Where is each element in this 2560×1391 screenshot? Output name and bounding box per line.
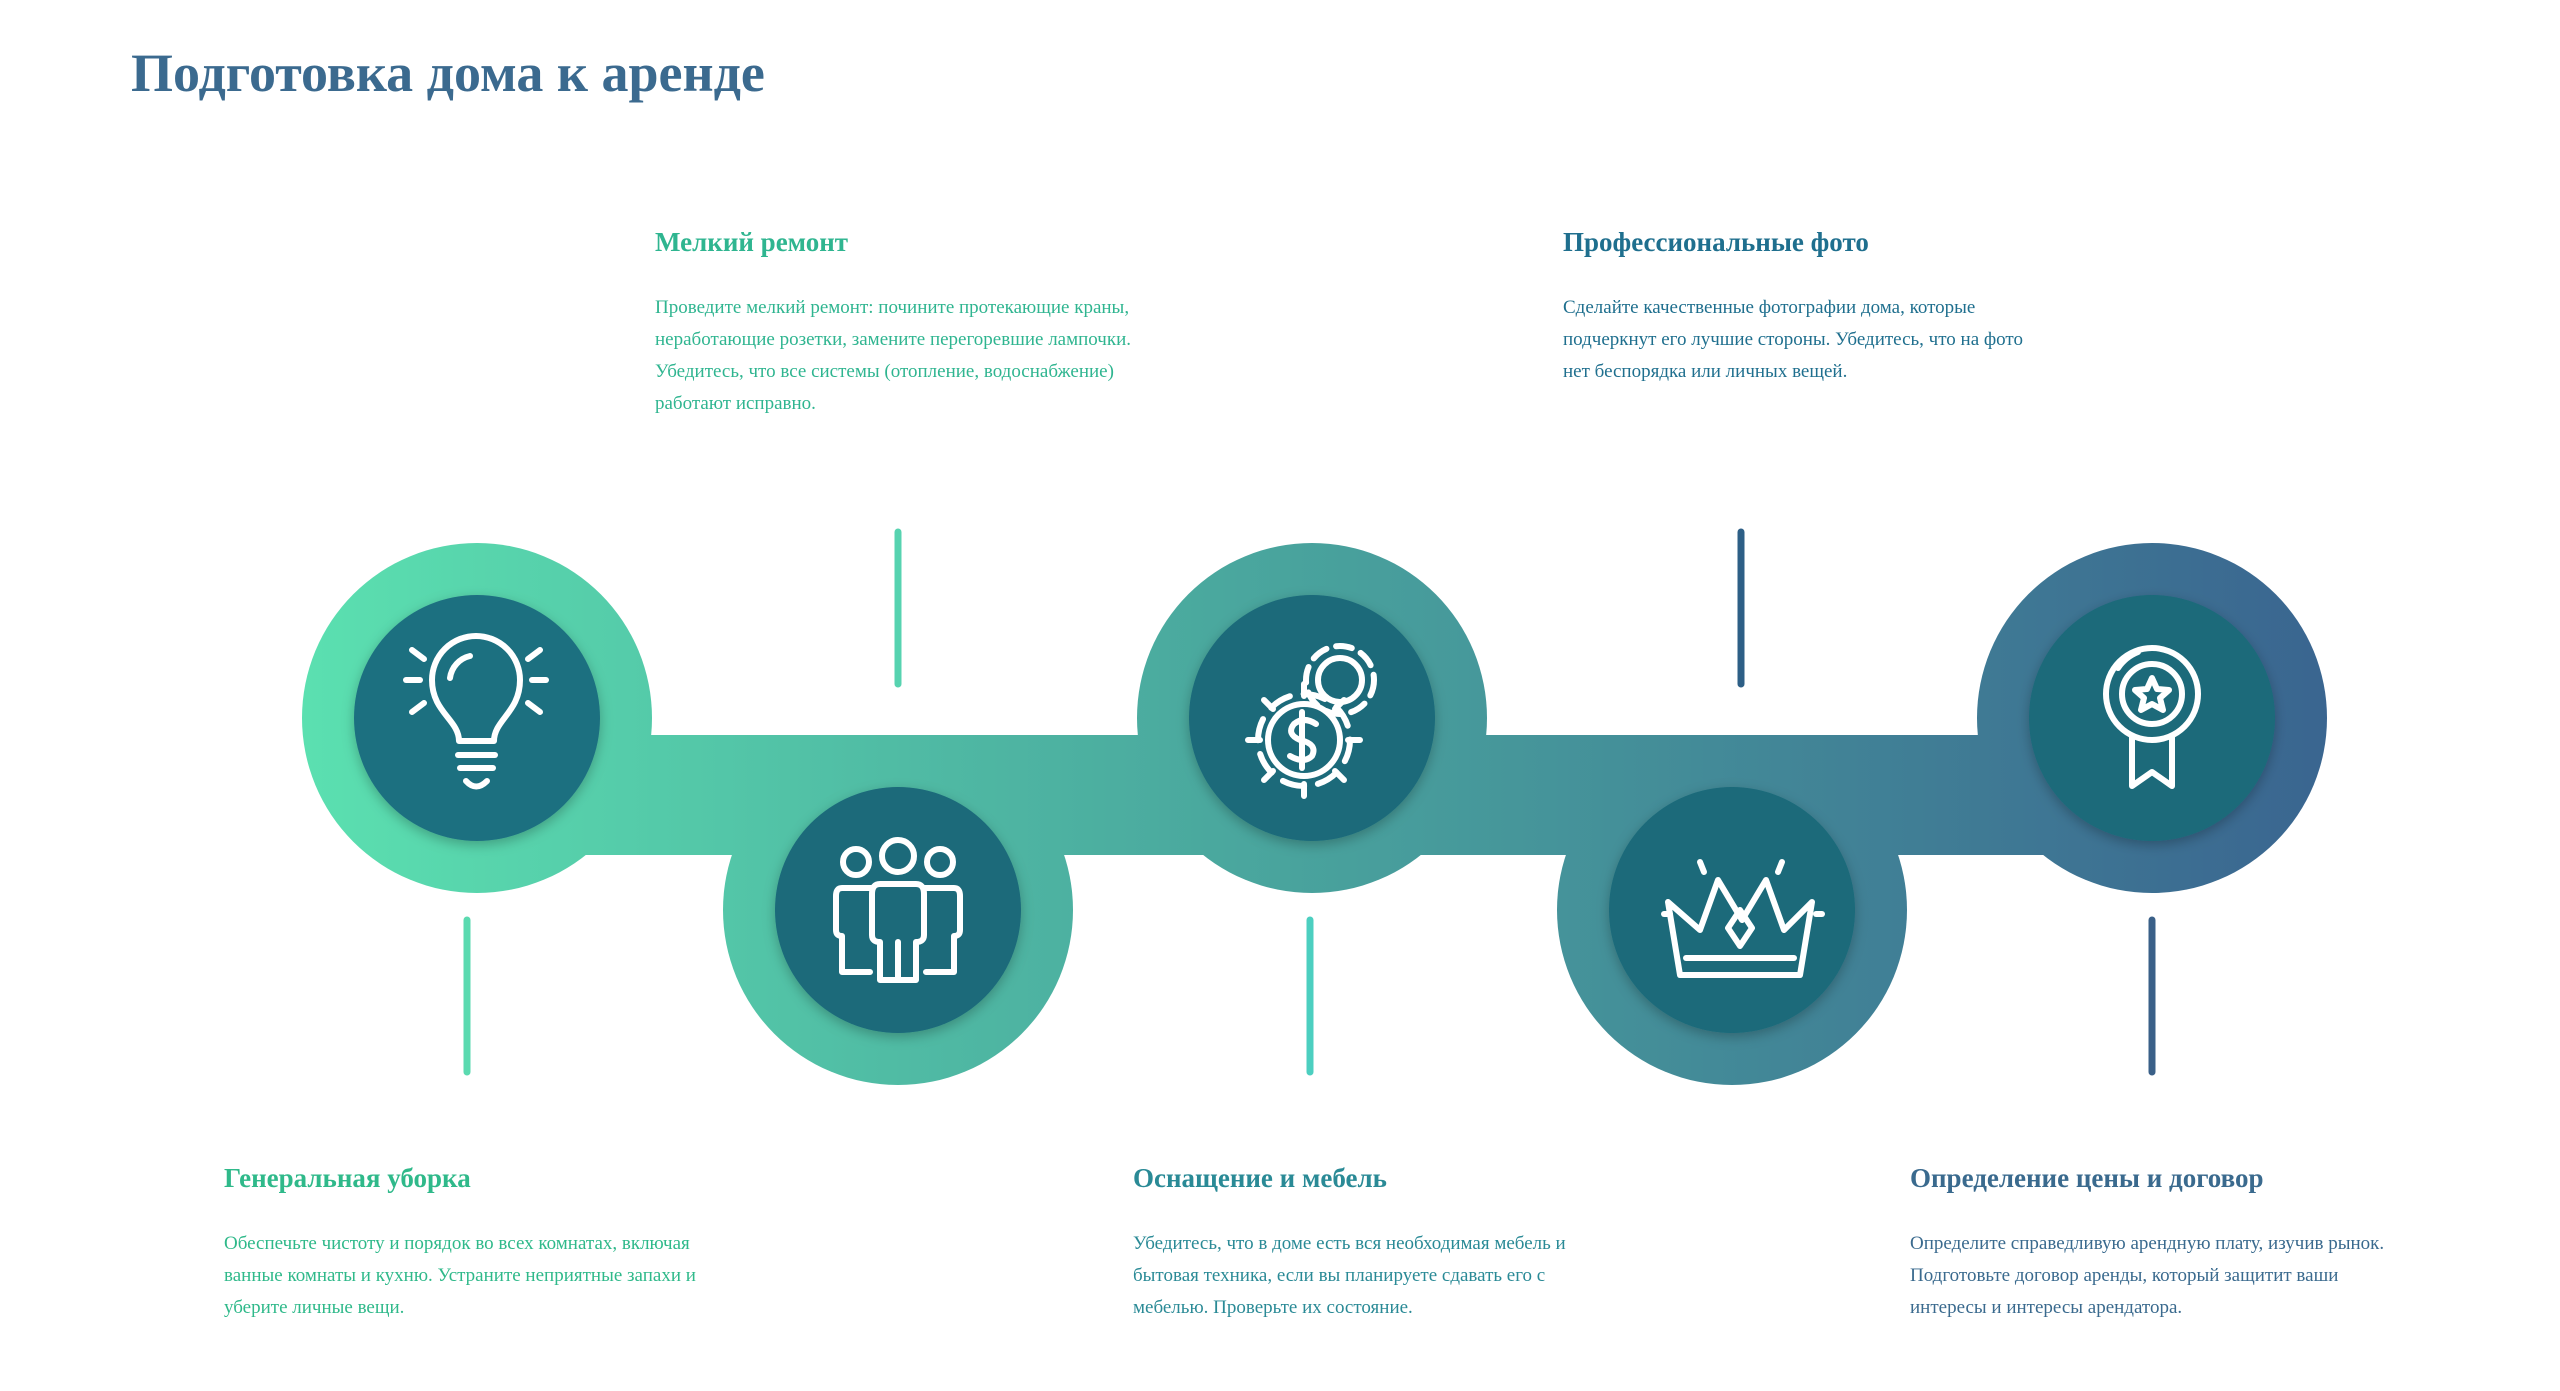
inner-circle-2 [775, 787, 1021, 1033]
step-1-text: Обеспечьте чистоту и порядок во всех ком… [224, 1233, 696, 1318]
step-5: Определение цены и договор Определите сп… [1910, 1163, 2390, 1324]
step-4-text: Сделайте качественные фотографии дома, к… [1563, 297, 2023, 382]
step-1-title: Генеральная уборка [224, 1163, 471, 1193]
inner-circle-5 [2029, 595, 2275, 841]
step-3-title: Оснащение и мебель [1133, 1163, 1387, 1193]
step-3-text: Убедитесь, что в доме есть вся необходим… [1133, 1233, 1566, 1318]
gears-dollar-icon [1245, 643, 1377, 799]
people-icon [833, 837, 963, 983]
page-title: Подготовка дома к аренде [131, 43, 765, 103]
crown-icon [1661, 859, 1825, 978]
lightbulb-icon [403, 633, 549, 790]
inner-circle-3 [1189, 595, 1435, 841]
step-5-title: Определение цены и договор [1910, 1163, 2264, 1193]
award-medal-icon [2103, 645, 2201, 789]
step-5-text: Определите справедливую арендную плату, … [1910, 1233, 2385, 1318]
step-2-title: Мелкий ремонт [655, 227, 849, 257]
inner-circle-1 [354, 595, 600, 841]
step-4-title: Профессиональные фото [1563, 227, 1869, 257]
step-2-text: Проведите мелкий ремонт: почините протек… [655, 297, 1132, 414]
step-2: Мелкий ремонт Проведите мелкий ремонт: п… [655, 227, 1135, 420]
step-4: Профессиональные фото Сделайте качествен… [1563, 227, 2043, 388]
inner-circle-4 [1609, 787, 1855, 1033]
step-3: Оснащение и мебель Убедитесь, что в доме… [1133, 1163, 1613, 1324]
step-1: Генеральная уборка Обеспечьте чистоту и … [224, 1163, 704, 1324]
